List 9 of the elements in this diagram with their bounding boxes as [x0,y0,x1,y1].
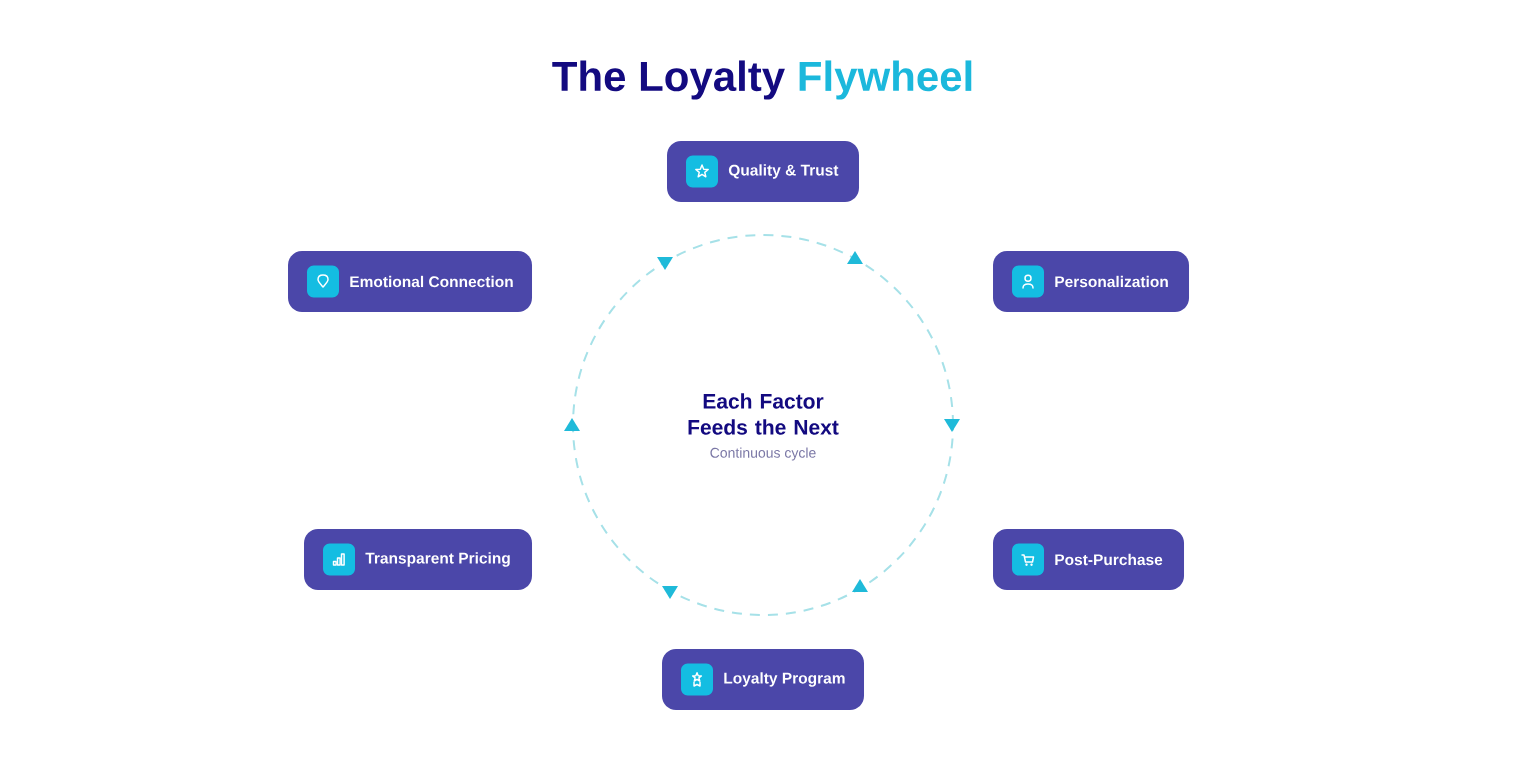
factor-box: Personalization [993,251,1189,312]
factor-box: Loyalty Program [662,649,864,710]
factor-box: Emotional Connection [288,251,532,312]
factor-box: Quality & Trust [667,141,859,202]
center-subtitle: Continuous cycle [710,447,816,461]
center-heading: Each Factor Feeds the Next [688,393,839,435]
title: The Loyalty Flywheel [552,60,972,100]
factor-box: Transparent Pricing [304,529,532,590]
factor-box: Post-Purchase [993,529,1184,590]
